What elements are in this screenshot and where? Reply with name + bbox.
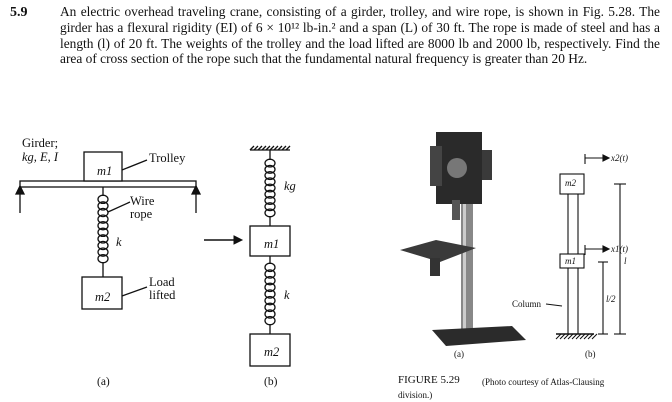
figure-credit-line1: (Photo courtesy of Atlas-Clausing: [482, 377, 605, 387]
spring-coil: [264, 269, 276, 279]
hatch-line: [261, 145, 267, 151]
left-support-arrow: [14, 184, 26, 195]
spring-coil: [264, 282, 276, 293]
girder-params-label: kg, E, I: [22, 150, 59, 164]
spring-coil: [264, 262, 276, 273]
spring-coil: [264, 202, 276, 212]
hatch-line: [591, 333, 598, 340]
column-label: Column: [512, 299, 542, 309]
transform-arrow: [204, 235, 244, 245]
spring-coil: [264, 189, 276, 199]
hatch-line: [277, 145, 283, 151]
trolley-mass: [83, 151, 123, 182]
figure-credit-line2: division.): [398, 390, 433, 400]
load-label: Load: [149, 275, 175, 289]
hatch-line: [587, 333, 594, 340]
wire-rope-pointer: [107, 201, 131, 213]
spring-coil: [264, 158, 276, 168]
hatch-line: [269, 145, 275, 151]
spring-coil: [264, 275, 276, 286]
spring-coil: [264, 289, 276, 299]
spring-coil: [97, 201, 109, 211]
spring-k-label: k: [116, 235, 122, 249]
girder-beam: [19, 180, 197, 188]
column-model-b: [545, 154, 626, 340]
fig-b-caption: (b): [264, 376, 278, 388]
spring-coil: [264, 177, 276, 187]
load-mass: [81, 276, 123, 310]
load-pointer: [121, 286, 148, 297]
spring-coil: [264, 170, 276, 181]
spring-coil: [97, 220, 109, 231]
hatch-line: [555, 333, 562, 340]
spring-coil: [97, 214, 109, 224]
spring-coil: [264, 309, 276, 319]
lifted-label: lifted: [149, 288, 176, 302]
drill-press-photo: [398, 126, 528, 350]
problem-number: 5.9: [10, 5, 28, 20]
model-m2-small-label: m2: [565, 178, 576, 188]
hatch-line: [567, 333, 574, 340]
model-m1-small-label: m1: [565, 256, 576, 266]
kg-label: kg: [284, 179, 296, 193]
trolley-mass-label: m1: [97, 164, 113, 178]
right-support-arrow: [190, 184, 202, 195]
problem-text: An electric overhead traveling crane, co…: [60, 4, 660, 67]
spring-coil: [264, 183, 276, 193]
hatch-line: [559, 333, 566, 340]
hatch-line: [253, 145, 259, 151]
hatch-line: [583, 333, 590, 340]
model-caption: (b): [585, 349, 596, 359]
length-l-label: l: [624, 256, 627, 266]
spring-coil: [97, 207, 109, 218]
spring-coil: [264, 295, 276, 306]
hatch-line: [249, 145, 255, 151]
spring-coil: [97, 247, 109, 257]
spring-coil: [97, 227, 109, 238]
crane-diagram-a: [14, 151, 202, 310]
trolley-pointer: [121, 159, 148, 171]
fig-a-caption: (a): [97, 376, 110, 388]
hatch-line: [571, 333, 578, 340]
load-mass-label: m2: [95, 290, 111, 304]
model-m2: [249, 333, 291, 367]
lumped-model-b: [249, 145, 291, 367]
half-length-label: l/2: [606, 294, 616, 304]
x1-label: x1(t): [611, 244, 628, 254]
girder-label: Girder;: [22, 136, 59, 150]
x2-label: x2(t): [611, 153, 628, 163]
hatch-line: [285, 145, 291, 151]
hatch-line: [257, 145, 263, 151]
spring-coil: [97, 240, 109, 251]
spring-coil: [264, 195, 276, 206]
model-m2-label: m2: [264, 345, 280, 359]
figure-caption-label: FIGURE 5.29: [398, 374, 460, 386]
hatch-line: [579, 333, 586, 340]
model-m1-label: m1: [264, 237, 280, 251]
rope-label: rope: [130, 207, 153, 221]
spring-coil: [97, 234, 109, 244]
model-k-label: k: [284, 288, 290, 302]
photo-caption: (a): [454, 349, 464, 359]
column-m1-box: [559, 253, 585, 269]
hatch-line: [563, 333, 570, 340]
spring-k-coils: [97, 194, 109, 264]
hatch-line: [281, 145, 287, 151]
spring-coil: [264, 164, 276, 174]
wire-label: Wire: [130, 194, 155, 208]
hatch-line: [273, 145, 279, 151]
spring-coil: [97, 194, 109, 205]
column-m2-box: [559, 173, 585, 195]
hatch-line: [575, 333, 582, 340]
model-m1: [249, 225, 291, 257]
trolley-label: Trolley: [149, 151, 186, 165]
hatch-line: [265, 145, 271, 151]
spring-coil: [264, 302, 276, 313]
ceiling-hatch: [249, 145, 291, 151]
